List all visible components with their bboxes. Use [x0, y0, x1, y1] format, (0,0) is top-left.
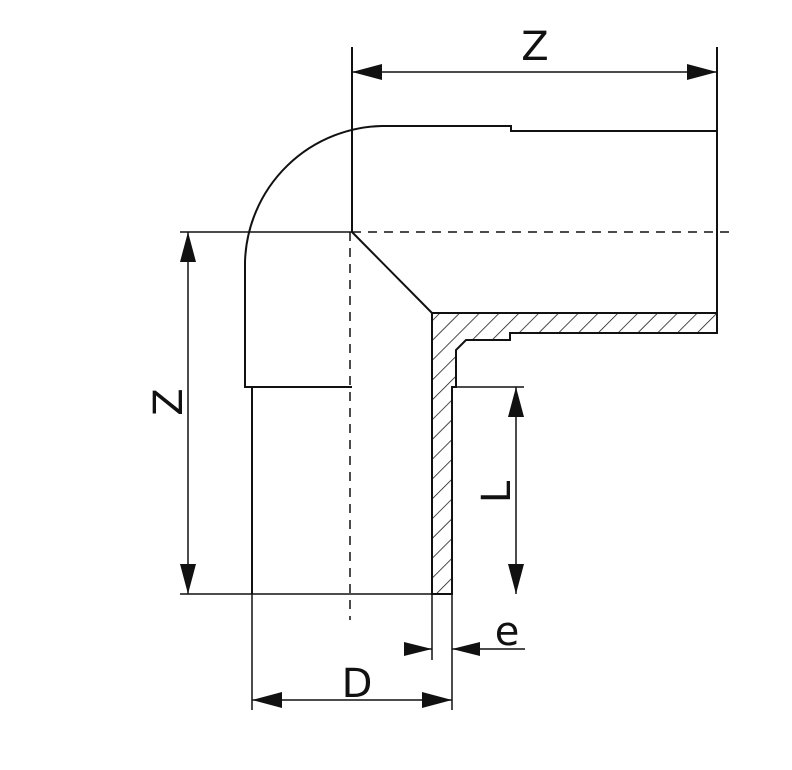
e-label: e — [495, 609, 520, 655]
dimension-d: D — [252, 661, 452, 708]
d-label: D — [342, 661, 373, 707]
dimension-e: e — [404, 609, 525, 656]
dimension-z-horizontal: Z — [352, 24, 717, 80]
hatched-wall-section — [431, 312, 718, 595]
l-label: L — [474, 480, 520, 503]
dimension-z-vertical: Z — [146, 232, 196, 594]
elbow-outer-outline — [244, 47, 718, 594]
z-vertical-label: Z — [146, 388, 192, 415]
z-horizontal-label: Z — [521, 24, 548, 70]
dimension-l: L — [474, 387, 524, 594]
miter-line — [351, 231, 433, 314]
